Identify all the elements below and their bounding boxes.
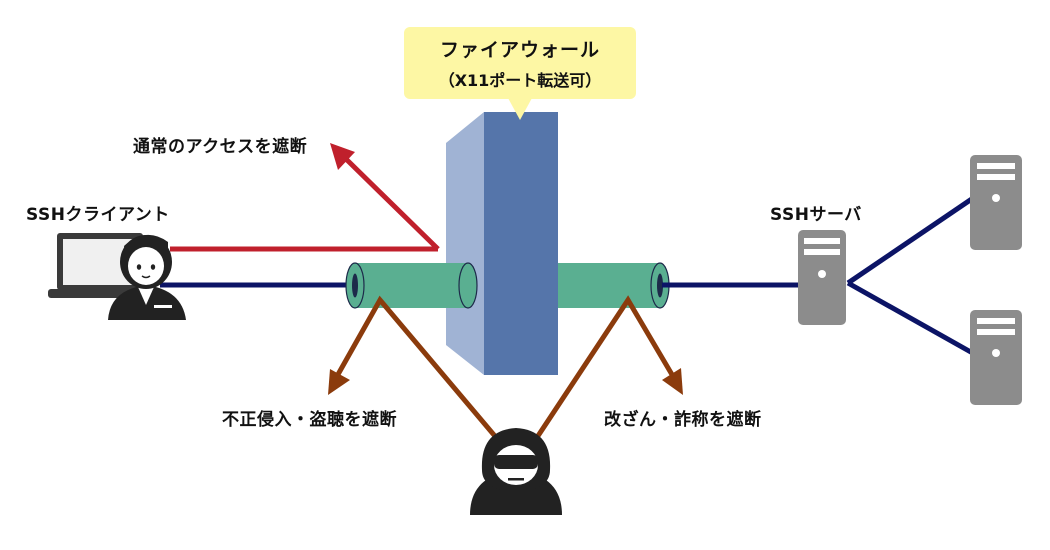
intrusion-blocked-label: 不正侵入・盗聴を遮断: [222, 410, 397, 430]
server-network-lines: [846, 187, 987, 363]
attack-arrowhead-right: [662, 368, 683, 395]
normal-access-arrowhead: [330, 143, 355, 170]
firewall-subtitle: （X11ポート転送可）: [438, 71, 602, 90]
normal-access-blocked-label: 通常のアクセスを遮断: [133, 137, 308, 157]
firewall-side-face: [446, 112, 484, 375]
ssh-server-icon: [798, 230, 846, 325]
attacker-icon: [470, 428, 562, 515]
ssh-client-label: SSHクライアント: [26, 205, 170, 225]
firewall-front-face: [484, 112, 558, 375]
normal-access-line: [170, 143, 440, 252]
ssh-server-label: SSHサーバ: [770, 205, 862, 225]
ssh-tunnel-left: [345, 262, 478, 309]
firewall-callout: ファイアウォール （X11ポート転送可）: [404, 27, 636, 99]
ssh-tunnel-right: [558, 262, 670, 309]
attack-lines: [328, 295, 683, 450]
client-user-icon: [108, 234, 186, 320]
server-icon-bottom: [970, 310, 1022, 405]
tamper-blocked-label: 改ざん・詐称を遮断: [604, 410, 762, 430]
attack-arrowhead-left: [328, 369, 350, 395]
firewall-title: ファイアウォール: [439, 39, 600, 61]
firewall-block: [446, 112, 558, 375]
server-icon-top: [970, 155, 1022, 250]
callout-pointer: [508, 98, 532, 120]
